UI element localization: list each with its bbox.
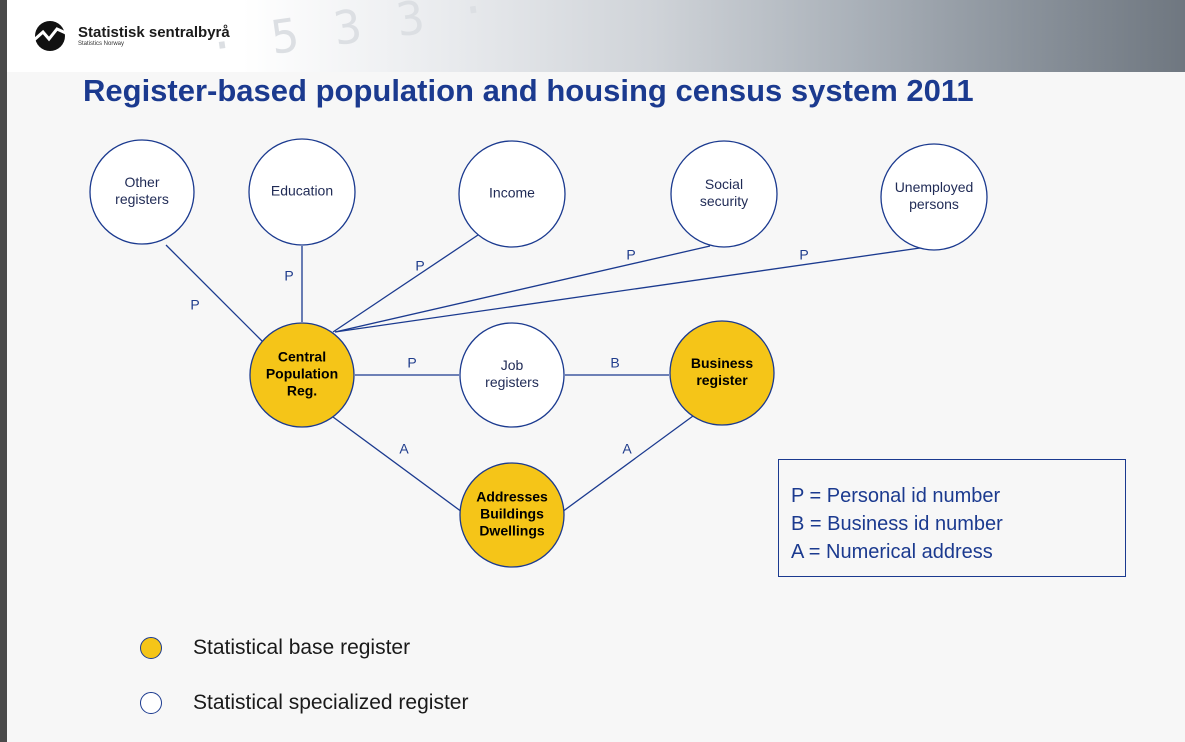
edge-label-education-cpr: P xyxy=(284,268,293,284)
edge-labels-layer: P P P P P P B A A xyxy=(190,247,808,457)
header-banner: · 5 3 3 · xyxy=(7,0,1185,74)
legend-base-swatch xyxy=(140,637,162,659)
node-label-other: Other xyxy=(124,174,159,190)
node-circle-job xyxy=(459,322,565,428)
node-circle-social xyxy=(670,140,778,248)
node-income: Income xyxy=(458,140,566,248)
key-business-id: B = Business id number xyxy=(791,513,1003,535)
node-label-cpr: Population xyxy=(266,366,338,382)
edge-label-business-addresses: A xyxy=(622,441,632,457)
node-label-addresses: Addresses xyxy=(476,489,548,505)
node-label-addresses: Buildings xyxy=(480,506,544,522)
node-label-social: Social xyxy=(705,176,743,192)
brand-name: Statistisk sentralbyrå xyxy=(78,23,230,41)
node-circle-education xyxy=(248,138,356,246)
edge-label-cpr-job: P xyxy=(407,355,416,371)
legend-specialized-label: Statistical specialized register xyxy=(193,691,469,714)
edge-business-addresses xyxy=(561,415,694,513)
node-label-income: Income xyxy=(489,185,535,201)
edge-label-other-cpr: P xyxy=(190,297,199,313)
node-circle-addresses xyxy=(459,462,565,568)
edge-label-cpr-addresses: A xyxy=(399,441,409,457)
ssb-logo-icon xyxy=(33,21,69,51)
legend-base: Statistical base register xyxy=(140,636,410,660)
node-label-addresses: Dwellings xyxy=(479,523,545,539)
page-title: Register-based population and housing ce… xyxy=(83,73,974,108)
edge-label-income-cpr: P xyxy=(415,258,424,274)
node-circle-business xyxy=(669,320,775,426)
node-circle-cpr xyxy=(249,322,355,428)
edge-cpr-addresses xyxy=(332,416,463,513)
node-education: Education xyxy=(248,138,356,246)
key-personal-id: P = Personal id number xyxy=(791,485,1001,507)
legend-specialized-swatch xyxy=(140,692,162,714)
edges-layer xyxy=(165,234,921,513)
legend-specialized: Statistical specialized register xyxy=(140,691,468,715)
edge-income-cpr xyxy=(332,234,479,333)
left-border xyxy=(0,0,7,742)
ssb-logo: Statistisk sentralbyrå Statistics Norway xyxy=(32,20,230,52)
legend-base-label: Statistical base register xyxy=(193,636,411,659)
node-label-job: registers xyxy=(485,374,539,390)
abbreviation-key: P = Personal id number B = Business id n… xyxy=(778,459,1126,577)
edge-label-job-business: B xyxy=(610,355,619,371)
edge-label-social-cpr: P xyxy=(626,247,635,263)
key-numerical-address: A = Numerical address xyxy=(791,541,993,563)
node-label-job: Job xyxy=(501,357,524,373)
edge-social-cpr xyxy=(334,245,711,333)
node-label-unemployed: Unemployed xyxy=(895,179,974,195)
node-circle-income xyxy=(458,140,566,248)
edge-label-unemployed-cpr: P xyxy=(799,247,808,263)
node-label-unemployed: persons xyxy=(909,196,959,212)
edge-other-cpr xyxy=(165,244,263,342)
node-circle-unemployed xyxy=(880,143,988,251)
node-label-other: registers xyxy=(115,191,169,207)
node-circle-other xyxy=(89,139,195,245)
node-label-business: Business xyxy=(691,355,753,371)
brand-subtitle: Statistics Norway xyxy=(78,40,125,47)
node-label-cpr: Reg. xyxy=(287,383,317,399)
slide-background xyxy=(7,0,1185,742)
node-label-education: Education xyxy=(271,183,333,199)
node-label-cpr: Central xyxy=(278,349,326,365)
node-label-business: register xyxy=(696,372,748,388)
edge-unemployed-cpr xyxy=(334,247,921,333)
node-label-social: security xyxy=(700,193,748,209)
